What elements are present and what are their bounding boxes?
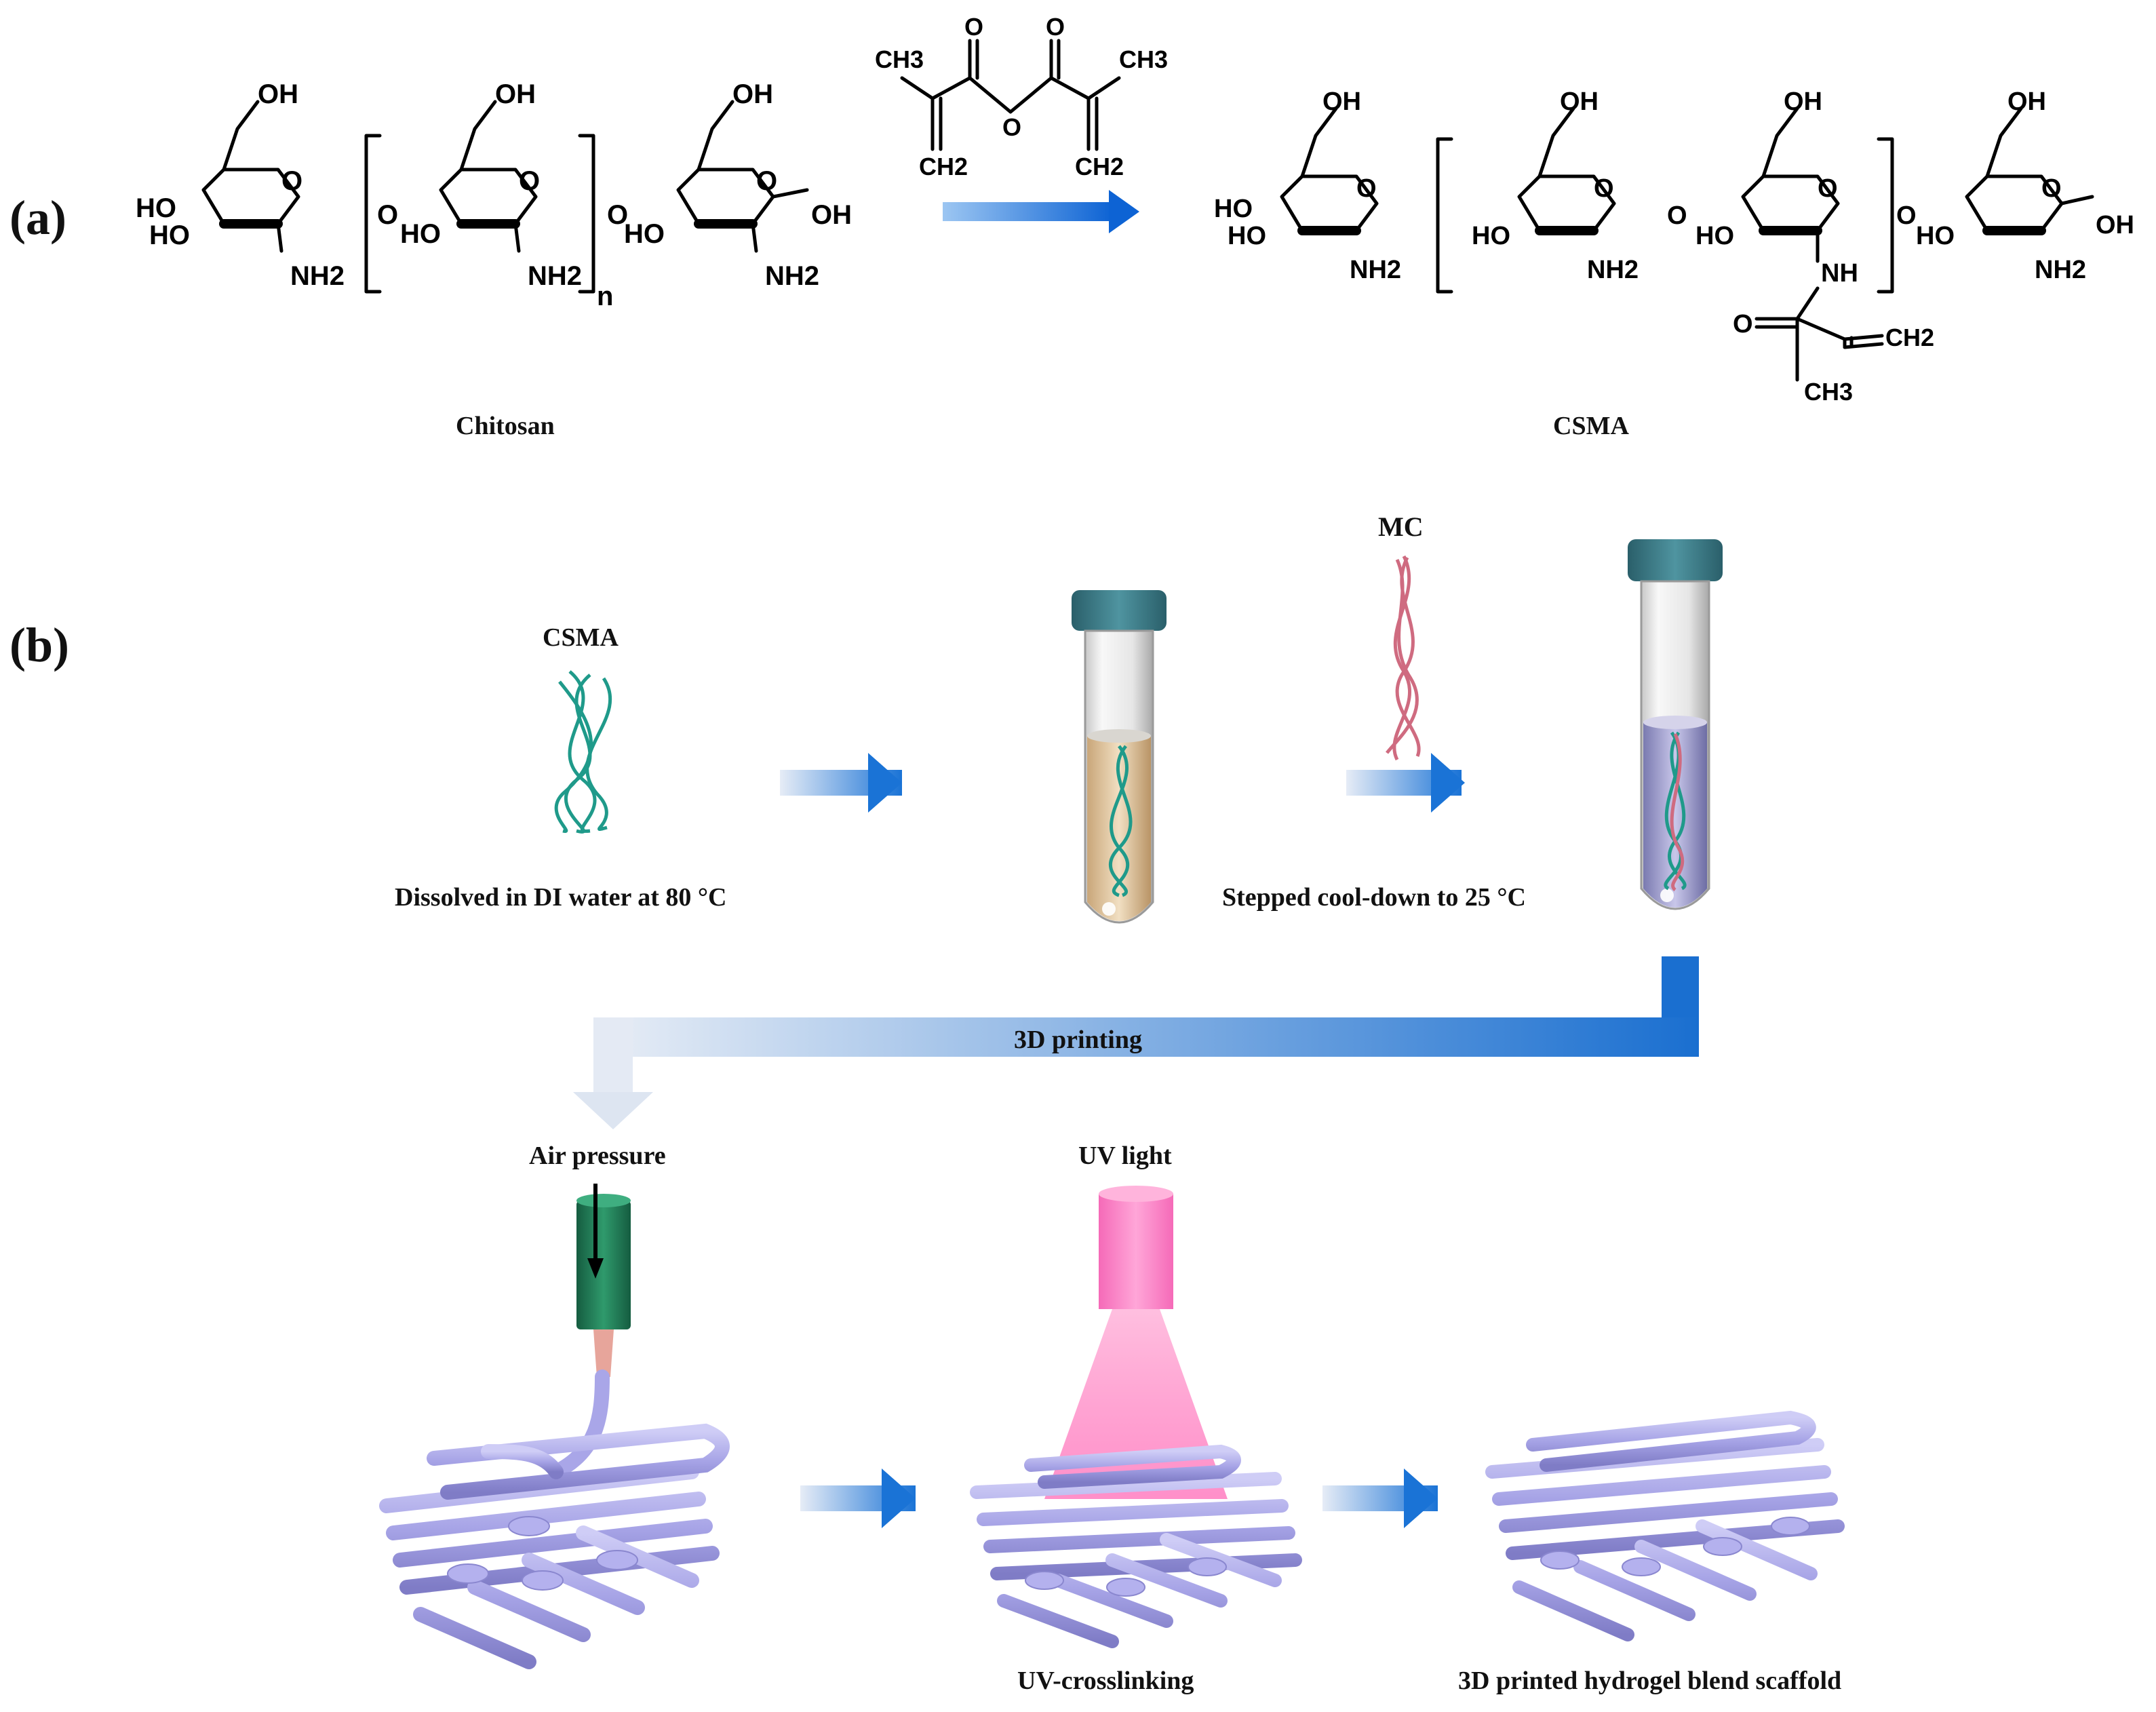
chitosan-ring-2: OH O HO NH2 <box>400 79 582 291</box>
process-arrow-3 <box>800 1468 916 1528</box>
glycosidic-o-2: O <box>1896 201 1917 230</box>
nh2-label: NH2 <box>1587 256 1639 284</box>
csma-bracket-right <box>1877 137 1894 294</box>
reagent-ch3-right: CH3 <box>1119 45 1168 73</box>
ho-label: HO <box>624 219 665 249</box>
uv-light-label: UV light <box>1078 1142 1172 1170</box>
reagent-ch2-right: CH2 <box>1075 153 1124 180</box>
process-arrow-2 <box>1346 753 1465 813</box>
reagent-ch2-left: CH2 <box>919 153 968 180</box>
tube-1 <box>1072 590 1167 924</box>
ho-label: HO <box>1696 222 1734 250</box>
csma-ring-3: OH O HO NH O CH2 CH3 <box>1696 87 1934 406</box>
tube-1-cap <box>1072 590 1167 631</box>
final-scaffold-label: 3D printed hydrogel blend scaffold <box>1458 1667 1841 1695</box>
ho-label: HO <box>1214 195 1253 223</box>
chitosan-structure: OH O HO HO NH2 O OH O HO NH2 n O <box>136 79 852 311</box>
oh-label: OH <box>495 79 536 109</box>
reagent-carbonyl-o-right: O <box>1046 13 1065 41</box>
ring-o-label: O <box>1356 174 1377 203</box>
ring-o-label: O <box>281 166 302 196</box>
printing-arrow <box>573 956 1699 1129</box>
oh-label: OH <box>258 79 298 109</box>
oh-label: OH <box>1560 87 1599 116</box>
csma-strand-label: CSMA <box>543 623 619 652</box>
oh-label: OH <box>732 79 773 109</box>
tube-2 <box>1628 539 1723 910</box>
glycosidic-o-2: O <box>607 200 628 230</box>
oh-label: OH <box>1784 87 1822 116</box>
process-arrow-1 <box>780 753 902 813</box>
repeat-bracket-right <box>578 134 595 294</box>
csma-ch2-label: CH2 <box>1885 324 1934 351</box>
reagent-ch3-left: CH3 <box>875 45 924 73</box>
uv-crosslinking-label: UV-crosslinking <box>1017 1667 1194 1695</box>
ho-label-2: HO <box>149 220 190 250</box>
mc-strands <box>1386 555 1421 761</box>
step-cooldown-label: Stepped cool-down to 25 °C <box>1222 883 1526 912</box>
mc-label: MC <box>1378 511 1424 542</box>
csma-strands <box>554 670 612 834</box>
printing-label: 3D printing <box>1014 1026 1142 1054</box>
nh2-label: NH2 <box>290 261 345 291</box>
oh-label: OH <box>2007 87 2046 116</box>
csma-structure: OH O HO HO NH2 OH O HO NH2 O OH O HO NH <box>1214 87 2134 406</box>
chitosan-name: Chitosan <box>456 412 555 440</box>
ho-label: HO <box>1916 222 1955 250</box>
glycosidic-o-1: O <box>377 200 398 230</box>
repeat-bracket-left <box>364 134 382 294</box>
nh2-label: NH2 <box>765 261 819 291</box>
ho-label: HO <box>136 193 176 223</box>
ho-label-2: HO <box>1228 222 1266 250</box>
reaction-arrow <box>943 190 1139 233</box>
scaffold-printing <box>379 1423 730 1669</box>
csma-name: CSMA <box>1553 412 1629 440</box>
panel-a-label: (a) <box>9 191 66 245</box>
ring-o-label: O <box>1818 174 1838 203</box>
oh-label: OH <box>1322 87 1361 116</box>
methacrylic-anhydride: CH3 CH3 O O O CH2 CH2 <box>875 13 1168 180</box>
process-arrow-4 <box>1322 1468 1438 1528</box>
repeat-n: n <box>597 281 613 311</box>
panel-b-label: (b) <box>9 618 69 672</box>
amide-o-label: O <box>1733 310 1753 338</box>
scaffold-final <box>1485 1410 1845 1641</box>
tube-2-cap <box>1628 539 1723 581</box>
glycosidic-o: O <box>1667 201 1687 230</box>
reagent-bridge-o: O <box>1002 113 1021 141</box>
csma-ring-1: OH O HO HO NH2 <box>1214 87 1401 284</box>
reagent-carbonyl-o-left: O <box>964 13 983 41</box>
step-dissolve-label: Dissolved in DI water at 80 °C <box>395 883 727 912</box>
chitosan-ring-3: OH O HO OH NH2 <box>624 79 852 291</box>
nh2-label: NH2 <box>528 261 582 291</box>
csma-ring-4: OH O HO OH NH2 <box>1916 87 2134 284</box>
ho-label: HO <box>400 219 441 249</box>
terminal-oh-label: OH <box>2096 211 2134 239</box>
ring-o-label: O <box>519 166 540 196</box>
scaffold-crosslinking <box>970 1444 1302 1648</box>
nh2-label: NH2 <box>1350 256 1401 284</box>
terminal-oh-label: OH <box>811 200 852 230</box>
csma-ring-2: OH O HO NH2 <box>1472 87 1639 284</box>
chitosan-ring-1: OH O HO HO NH2 <box>136 79 345 291</box>
ring-o-label: O <box>1594 174 1614 203</box>
csma-bracket-left <box>1436 137 1453 294</box>
ring-o-label: O <box>2041 174 2062 203</box>
ring-o-label: O <box>756 166 777 196</box>
ho-label: HO <box>1472 222 1510 250</box>
air-pressure-label: Air pressure <box>529 1142 666 1170</box>
print-nozzle <box>549 1184 631 1479</box>
nh-label: NH <box>1821 259 1858 288</box>
nh2-label: NH2 <box>2035 256 2086 284</box>
csma-ch3-label: CH3 <box>1804 378 1853 406</box>
